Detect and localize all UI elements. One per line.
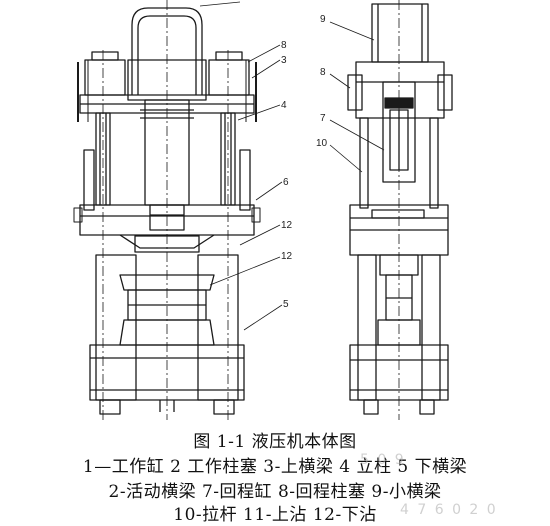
top-beam — [77, 51, 257, 122]
legend-line-2: 2-活动横梁 7-回程缸 8-回程柱塞 9-小横梁 — [108, 482, 442, 502]
callout-side-1: 9 — [320, 14, 326, 25]
callout-front-1: 8 — [281, 40, 287, 51]
columns — [83, 112, 251, 211]
callout-side-2: 8 — [320, 67, 326, 78]
front-view — [73, 0, 283, 420]
callout-front-3: 4 — [281, 100, 287, 111]
figure-caption: 图 1-1 液压机本体图 — [193, 432, 357, 452]
press-diagram: 8 3 4 6 12 12 5 9 8 7 10 — [73, 0, 453, 420]
bottom-beam — [89, 254, 245, 415]
legend-line-1: 1—工作缸 2 工作柱塞 3-上横梁 4 立柱 5 下横梁 — [82, 457, 468, 477]
callout-front-2: 3 — [281, 55, 287, 66]
callout-front-4: 6 — [283, 177, 289, 188]
callout-side-4: 10 — [316, 138, 328, 149]
watermark-line-2: 4 7 6 0 2 0 — [400, 502, 498, 518]
side-view — [329, 0, 453, 420]
callout-front-6: 12 — [281, 251, 293, 262]
callout-front-5: 12 — [281, 220, 293, 231]
legend-line-3: 10-拉杆 11-上沾 12-下沾 — [173, 505, 377, 525]
moving-beam — [73, 204, 261, 253]
callout-front-7: 5 — [283, 299, 289, 310]
watermark-line-1: 5 0 9 — [360, 452, 406, 468]
callout-side-3: 7 — [320, 113, 326, 124]
